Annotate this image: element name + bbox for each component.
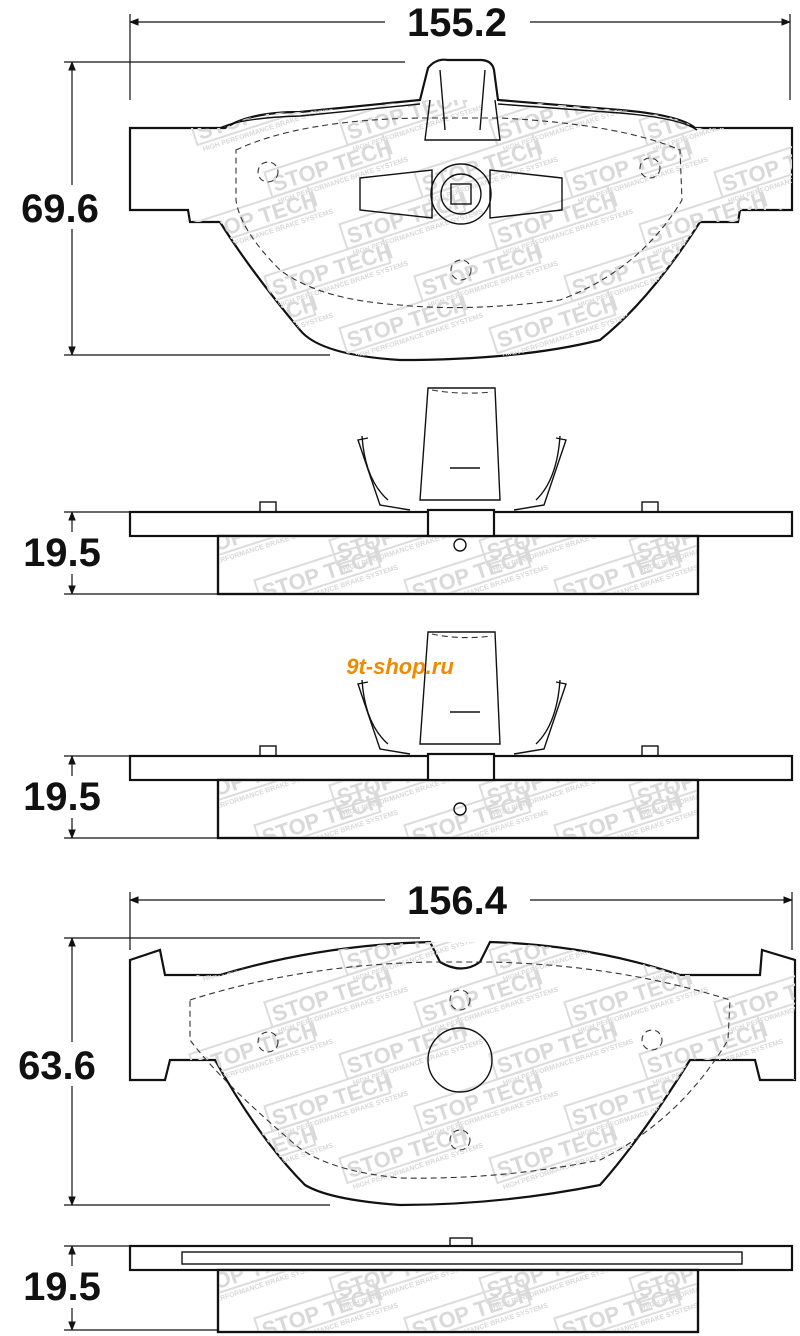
side3-thickness-label: 19.5 (23, 1265, 101, 1309)
svg-text:STOP TECH: STOP TECH (644, 290, 771, 352)
svg-text:HIGH PERFORMANCE BRAKE SYSTEMS: HIGH PERFORMANCE BRAKE SYSTEMS (717, 809, 800, 858)
svg-text:HIGH PERFORMANCE BRAKE SYSTEMS: HIGH PERFORMANCE BRAKE SYSTEMS (717, 564, 800, 613)
svg-text:STOP TECH: STOP TECH (709, 1280, 800, 1336)
side1-thickness-label: 19.5 (23, 531, 101, 575)
top-pad-outline (128, 58, 794, 362)
top-height-label: 69.6 (21, 187, 99, 231)
bottom-width-label: 156.4 (407, 879, 508, 923)
svg-text:HIGH PERFORMANCE BRAKE SYSTEMS: HIGH PERFORMANCE BRAKE SYSTEMS (727, 260, 800, 309)
svg-text:STOP TECH: STOP TECH (709, 787, 800, 849)
svg-text:HIGH PERFORMANCE BRAKE SYSTEMS: HIGH PERFORMANCE BRAKE SYSTEMS (727, 1090, 800, 1139)
svg-text:STOP TECH: STOP TECH (644, 1120, 771, 1182)
svg-text:HIGH PERFORMANCE BRAKE SYSTEMS: HIGH PERFORMANCE BRAKE SYSTEMS (652, 312, 784, 361)
side3-backing-plate (128, 1244, 794, 1272)
site-logo-text: 9t-shop.ru (346, 654, 454, 679)
svg-text:HIGH PERFORMANCE BRAKE SYSTEMS: HIGH PERFORMANCE BRAKE SYSTEMS (652, 1142, 784, 1191)
site-logo: 9t-shop.ru (346, 654, 454, 679)
bottom-height-label: 63.6 (18, 1044, 96, 1088)
svg-text:HIGH PERFORMANCE BRAKE SYSTEMS: HIGH PERFORMANCE BRAKE SYSTEMS (717, 1302, 800, 1336)
svg-text:STOP TECH: STOP TECH (719, 238, 800, 300)
svg-text:STOP TECH: STOP TECH (644, 912, 771, 974)
top-width-label: 155.2 (407, 1, 507, 45)
svg-text:STOP TECH: STOP TECH (709, 542, 800, 604)
side2-thickness-label: 19.5 (23, 775, 101, 819)
